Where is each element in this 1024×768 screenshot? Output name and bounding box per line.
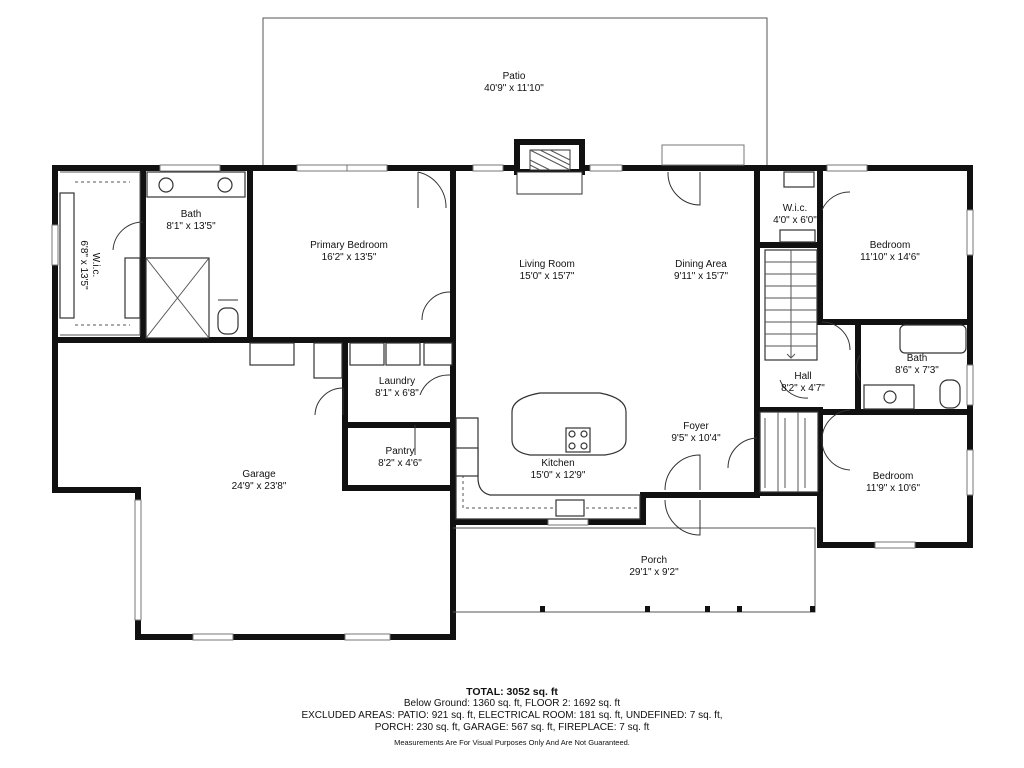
hall-bath-fixtures <box>863 324 967 410</box>
room-walk-in-closet-left: W.i.c. 6'8" x 13'5" <box>77 240 101 289</box>
excluded-areas-continued: PORCH: 230 sq. ft, GARAGE: 567 sq. ft, F… <box>374 722 650 733</box>
room-dimensions: 8'1" x 6'8" <box>375 388 419 399</box>
room-garage: Garage 24'9" x 23'8" <box>232 469 287 493</box>
staircase <box>764 249 818 361</box>
porch-outline <box>453 527 816 613</box>
room-dimensions: 8'6" x 7'3" <box>895 365 939 376</box>
room-dimensions: 8'2" x 4'6" <box>378 458 422 469</box>
room-name: Laundry <box>378 376 416 387</box>
total-area: TOTAL: 3052 sq. ft <box>466 686 558 698</box>
room-dimensions: 4'0" x 6'0" <box>773 215 817 226</box>
fireplace <box>514 139 585 195</box>
room-patio: Patio 40'9" x 11'10" <box>484 71 544 95</box>
room-hall-bath: Bath 8'6" x 7'3" <box>895 353 939 377</box>
room-name: Bath <box>180 209 202 220</box>
room-pantry: Pantry 8'2" x 4'6" <box>378 446 422 470</box>
room-dimensions: 40'9" x 11'10" <box>484 83 544 94</box>
room-dimensions: 11'10" x 14'6" <box>860 252 920 263</box>
room-name: Kitchen <box>541 458 575 469</box>
room-dimensions: 6'8" x 13'5" <box>78 240 89 290</box>
room-kitchen: Kitchen 15'0" x 12'9" <box>531 458 586 482</box>
kitchen-fixtures <box>455 392 641 520</box>
foyer-closet <box>759 411 819 493</box>
windows <box>51 144 974 641</box>
room-laundry: Laundry 8'1" x 6'8" <box>375 376 419 400</box>
room-name: Bedroom <box>872 471 914 482</box>
room-name: Garage <box>242 469 276 480</box>
room-name: Porch <box>640 555 668 566</box>
room-dimensions: 15'0" x 15'7" <box>519 271 575 282</box>
laundry-fixtures <box>249 342 453 379</box>
room-walk-in-closet-right: W.i.c. 4'0" x 6'0" <box>773 203 817 227</box>
room-name: W.i.c. <box>90 252 101 278</box>
room-name: Dining Area <box>675 259 727 270</box>
room-name: Bedroom <box>869 240 911 251</box>
room-dimensions: 8'1" x 13'5" <box>166 221 216 232</box>
room-bedroom-bottom: Bedroom 11'9" x 10'6" <box>866 471 920 495</box>
room-name: Foyer <box>683 421 709 432</box>
room-dimensions: 8'2" x 4'7" <box>781 383 825 394</box>
closet-shelving <box>59 171 816 336</box>
room-name: Bath <box>906 353 928 364</box>
room-dimensions: 9'5" x 10'4" <box>671 433 721 444</box>
room-name: Pantry <box>385 446 415 457</box>
room-name: Primary Bedroom <box>310 240 388 251</box>
room-hall: Hall 8'2" x 4'7" <box>781 371 825 395</box>
area-summary: TOTAL: 3052 sq. ft Below Ground: 1360 sq… <box>0 686 1024 749</box>
room-primary-bath: Bath 8'1" x 13'5" <box>166 209 215 233</box>
area-breakdown: Below Ground: 1360 sq. ft, FLOOR 2: 1692… <box>403 698 621 709</box>
exterior-walls <box>52 165 973 640</box>
room-name: Hall <box>794 371 812 382</box>
room-name: W.i.c. <box>782 203 808 214</box>
room-name: Patio <box>502 71 526 82</box>
patio-outline <box>262 17 768 166</box>
room-porch: Porch 29'1" x 9'2" <box>629 555 678 579</box>
excluded-areas: EXCLUDED AREAS: PATIO: 921 sq. ft, ELECT… <box>301 710 723 721</box>
room-dimensions: 16'2" x 13'5" <box>321 252 377 263</box>
room-dining-area: Dining Area 9'11" x 15'7" <box>674 259 728 283</box>
room-dimensions: 24'9" x 23'8" <box>231 481 287 492</box>
room-primary-bedroom: Primary Bedroom 16'2" x 13'5" <box>310 240 388 264</box>
room-bedroom-top: Bedroom 11'10" x 14'6" <box>860 240 920 264</box>
room-dimensions: 9'11" x 15'7" <box>673 271 729 282</box>
primary-bath-fixtures <box>145 171 246 339</box>
room-dimensions: 15'0" x 12'9" <box>530 470 586 481</box>
room-dimensions: 29'1" x 9'2" <box>629 567 679 578</box>
disclaimer: Measurements Are For Visual Purposes Onl… <box>394 738 630 747</box>
room-name: Living Room <box>519 259 575 270</box>
room-living-room: Living Room 15'0" x 15'7" <box>519 259 575 283</box>
room-foyer: Foyer 9'5" x 10'4" <box>671 421 720 445</box>
room-dimensions: 11'9" x 10'6" <box>865 483 921 494</box>
door-swings <box>112 171 861 536</box>
